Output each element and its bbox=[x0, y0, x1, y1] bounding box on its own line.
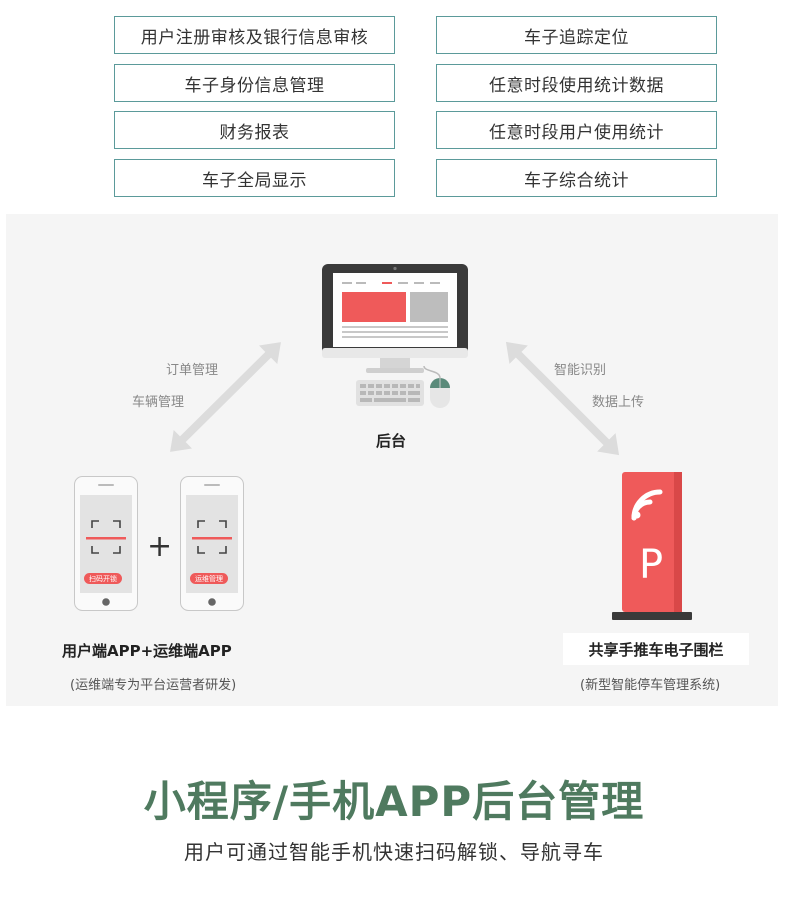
left-double-arrow bbox=[170, 342, 281, 452]
feature-user-registration: 用户注册审核及银行信息审核 bbox=[114, 16, 395, 54]
parking-letter: P bbox=[639, 542, 663, 588]
feature-financial-report: 财务报表 bbox=[114, 111, 395, 149]
feature-global-display: 车子全局显示 bbox=[114, 159, 395, 197]
scan-unlock-button[interactable]: 扫码开锁 bbox=[84, 573, 122, 584]
ops-phone-icon bbox=[180, 476, 244, 611]
edge-label-data-upload: 数据上传 bbox=[592, 395, 645, 410]
right-double-arrow bbox=[505, 341, 620, 456]
parking-bollard-icon: P bbox=[612, 472, 692, 620]
user-phone-icon bbox=[74, 476, 138, 611]
feature-tracking: 车子追踪定位 bbox=[436, 16, 717, 54]
fence-title: 共享手推车电子围栏 bbox=[588, 640, 724, 659]
edge-label-smart-recognition: 智能识别 bbox=[554, 363, 607, 378]
page-subtitle: 用户可通过智能手机快速扫码解锁、导航寻车 bbox=[184, 840, 604, 864]
feature-user-statistics: 任意时段用户使用统计 bbox=[436, 111, 717, 149]
page-title: 小程序/手机APP后台管理 bbox=[143, 777, 645, 826]
computer-icon bbox=[322, 264, 468, 408]
apps-subtitle: (运维端专为平台运营者研发) bbox=[70, 678, 237, 693]
edge-label-vehicle-management: 车辆管理 bbox=[132, 395, 185, 410]
feature-vehicle-identity: 车子身份信息管理 bbox=[114, 64, 395, 102]
fence-subtitle: (新型智能停车管理系统) bbox=[580, 678, 721, 693]
plus-sign: + bbox=[147, 529, 173, 564]
feature-usage-statistics: 任意时段使用统计数据 bbox=[436, 64, 717, 102]
backend-label: 后台 bbox=[376, 432, 407, 450]
feature-comprehensive-statistics: 车子综合统计 bbox=[436, 159, 717, 197]
ops-management-button[interactable]: 运维管理 bbox=[190, 573, 228, 584]
edge-label-order-management: 订单管理 bbox=[166, 363, 219, 378]
fence-title-box: 共享手推车电子围栏 bbox=[563, 633, 749, 665]
apps-title: 用户端APP+运维端APP bbox=[62, 642, 232, 660]
